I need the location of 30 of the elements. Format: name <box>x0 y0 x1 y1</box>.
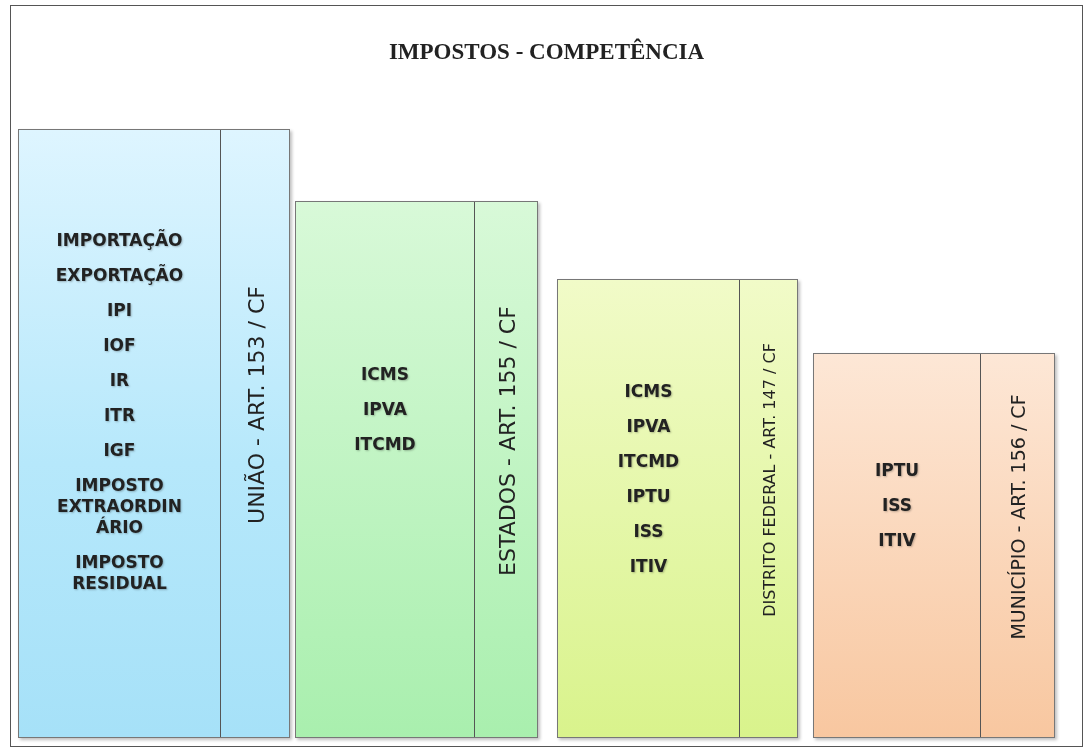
tax-name: ITIV <box>877 530 917 551</box>
tax-name: IGF <box>102 439 137 461</box>
column-heading: ESTADOS - ART. 155 / CF <box>494 305 519 576</box>
tax-name: IPTU <box>625 485 672 507</box>
tax-name: ITCMD <box>353 434 417 455</box>
tax-column <box>295 201 538 738</box>
tax-name: IOF <box>102 334 137 356</box>
tax-name: IPVA <box>362 399 408 420</box>
title: IMPOSTOS - COMPETÊNCIA <box>387 39 706 65</box>
tax-name: IPVA <box>625 415 672 437</box>
tax-column <box>18 129 290 738</box>
column-heading: UNIÃO - ART. 153 / CF <box>243 285 268 524</box>
tax-name: IPI <box>105 299 134 321</box>
tax-name: IMPORTAÇÃO <box>55 229 184 251</box>
tax-name: ICMS <box>360 364 410 385</box>
column-heading: DISTRITO FEDERAL - ART. 147 / CF <box>759 342 779 617</box>
tax-name: ITCMD <box>616 450 681 472</box>
tax-name: IR <box>108 369 131 391</box>
tax-name: ITR <box>103 404 136 426</box>
tax-name: IMPOSTO EXTRAORDIN ÁRIO <box>56 474 183 538</box>
tax-name: ISS <box>632 520 665 542</box>
tax-name: IMPOSTO RESIDUAL <box>71 551 168 594</box>
tax-column <box>813 353 1055 738</box>
tax-name: IPTU <box>873 460 921 481</box>
tax-name: ITIV <box>628 555 669 577</box>
tax-name: EXPORTAÇÃO <box>54 264 185 286</box>
tax-name: ISS <box>880 495 914 516</box>
column-heading: MUNICÍPIO - ART. 156 / CF <box>1007 393 1029 640</box>
tax-name: ICMS <box>623 380 674 402</box>
tax-column <box>557 279 798 738</box>
